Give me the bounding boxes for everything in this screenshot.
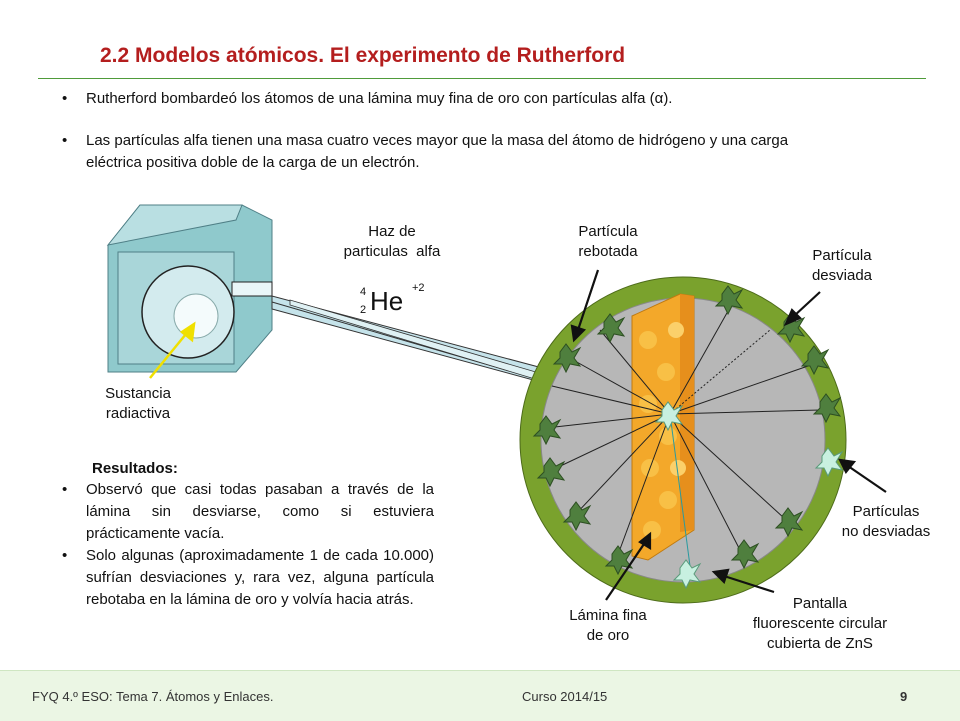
footer-course: FYQ 4.º ESO: Tema 7. Átomos y Enlaces. (32, 689, 274, 704)
label-sustancia: Sustancia radiactiva (105, 385, 171, 422)
atomic-number: 2 (360, 304, 367, 316)
results-list: Observó que casi todas pasaban a través … (62, 479, 434, 611)
source-pointer-arrow (149, 321, 196, 379)
label-no-desviadas: Partículas no desviadas (841, 503, 931, 540)
label-rebotada: Partícula rebotada (578, 223, 638, 260)
footer-year: Curso 2014/15 (522, 689, 608, 704)
slide-footer: FYQ 4.º ESO: Tema 7. Átomos y Enlaces. C… (0, 670, 960, 721)
slide-title: 2.2 Modelos atómicos. El experimento de … (100, 44, 626, 67)
scatter-rays (545, 303, 821, 567)
bullet-item: Rutherford bombardeó los átomos de una l… (62, 88, 842, 110)
results-item: Observó que casi todas pasaban a través … (62, 479, 434, 545)
highlight-flashes (654, 401, 844, 590)
intro-bullets: Rutherford bombardeó los átomos de una l… (62, 88, 842, 174)
helium-nucleus-formula: 4 2 He +2 (356, 280, 446, 324)
label-arrows (570, 269, 887, 601)
mass-number: 4 (360, 286, 367, 298)
title-divider (38, 78, 926, 79)
label-haz: Haz de particulas alfa (343, 223, 441, 260)
results-box: Resultados: Observó que casi todas pasab… (62, 460, 434, 611)
radioactive-source-box (106, 204, 273, 373)
label-desviada: Partícula desviada (811, 247, 873, 284)
bullet-item: Las partículas alfa tienen una masa cuat… (62, 130, 842, 174)
element-symbol: He (370, 286, 404, 316)
page-number: 9 (900, 689, 908, 704)
charge: +2 (412, 282, 425, 294)
results-item: Solo algunas (aproximadamente 1 de cada … (62, 545, 434, 611)
results-title: Resultados: (92, 460, 178, 477)
label-lamina: Lámina fina de oro (569, 607, 647, 644)
label-pantalla: Pantalla fluorescente circular cubierta … (752, 595, 888, 652)
impact-flashes (532, 285, 842, 576)
